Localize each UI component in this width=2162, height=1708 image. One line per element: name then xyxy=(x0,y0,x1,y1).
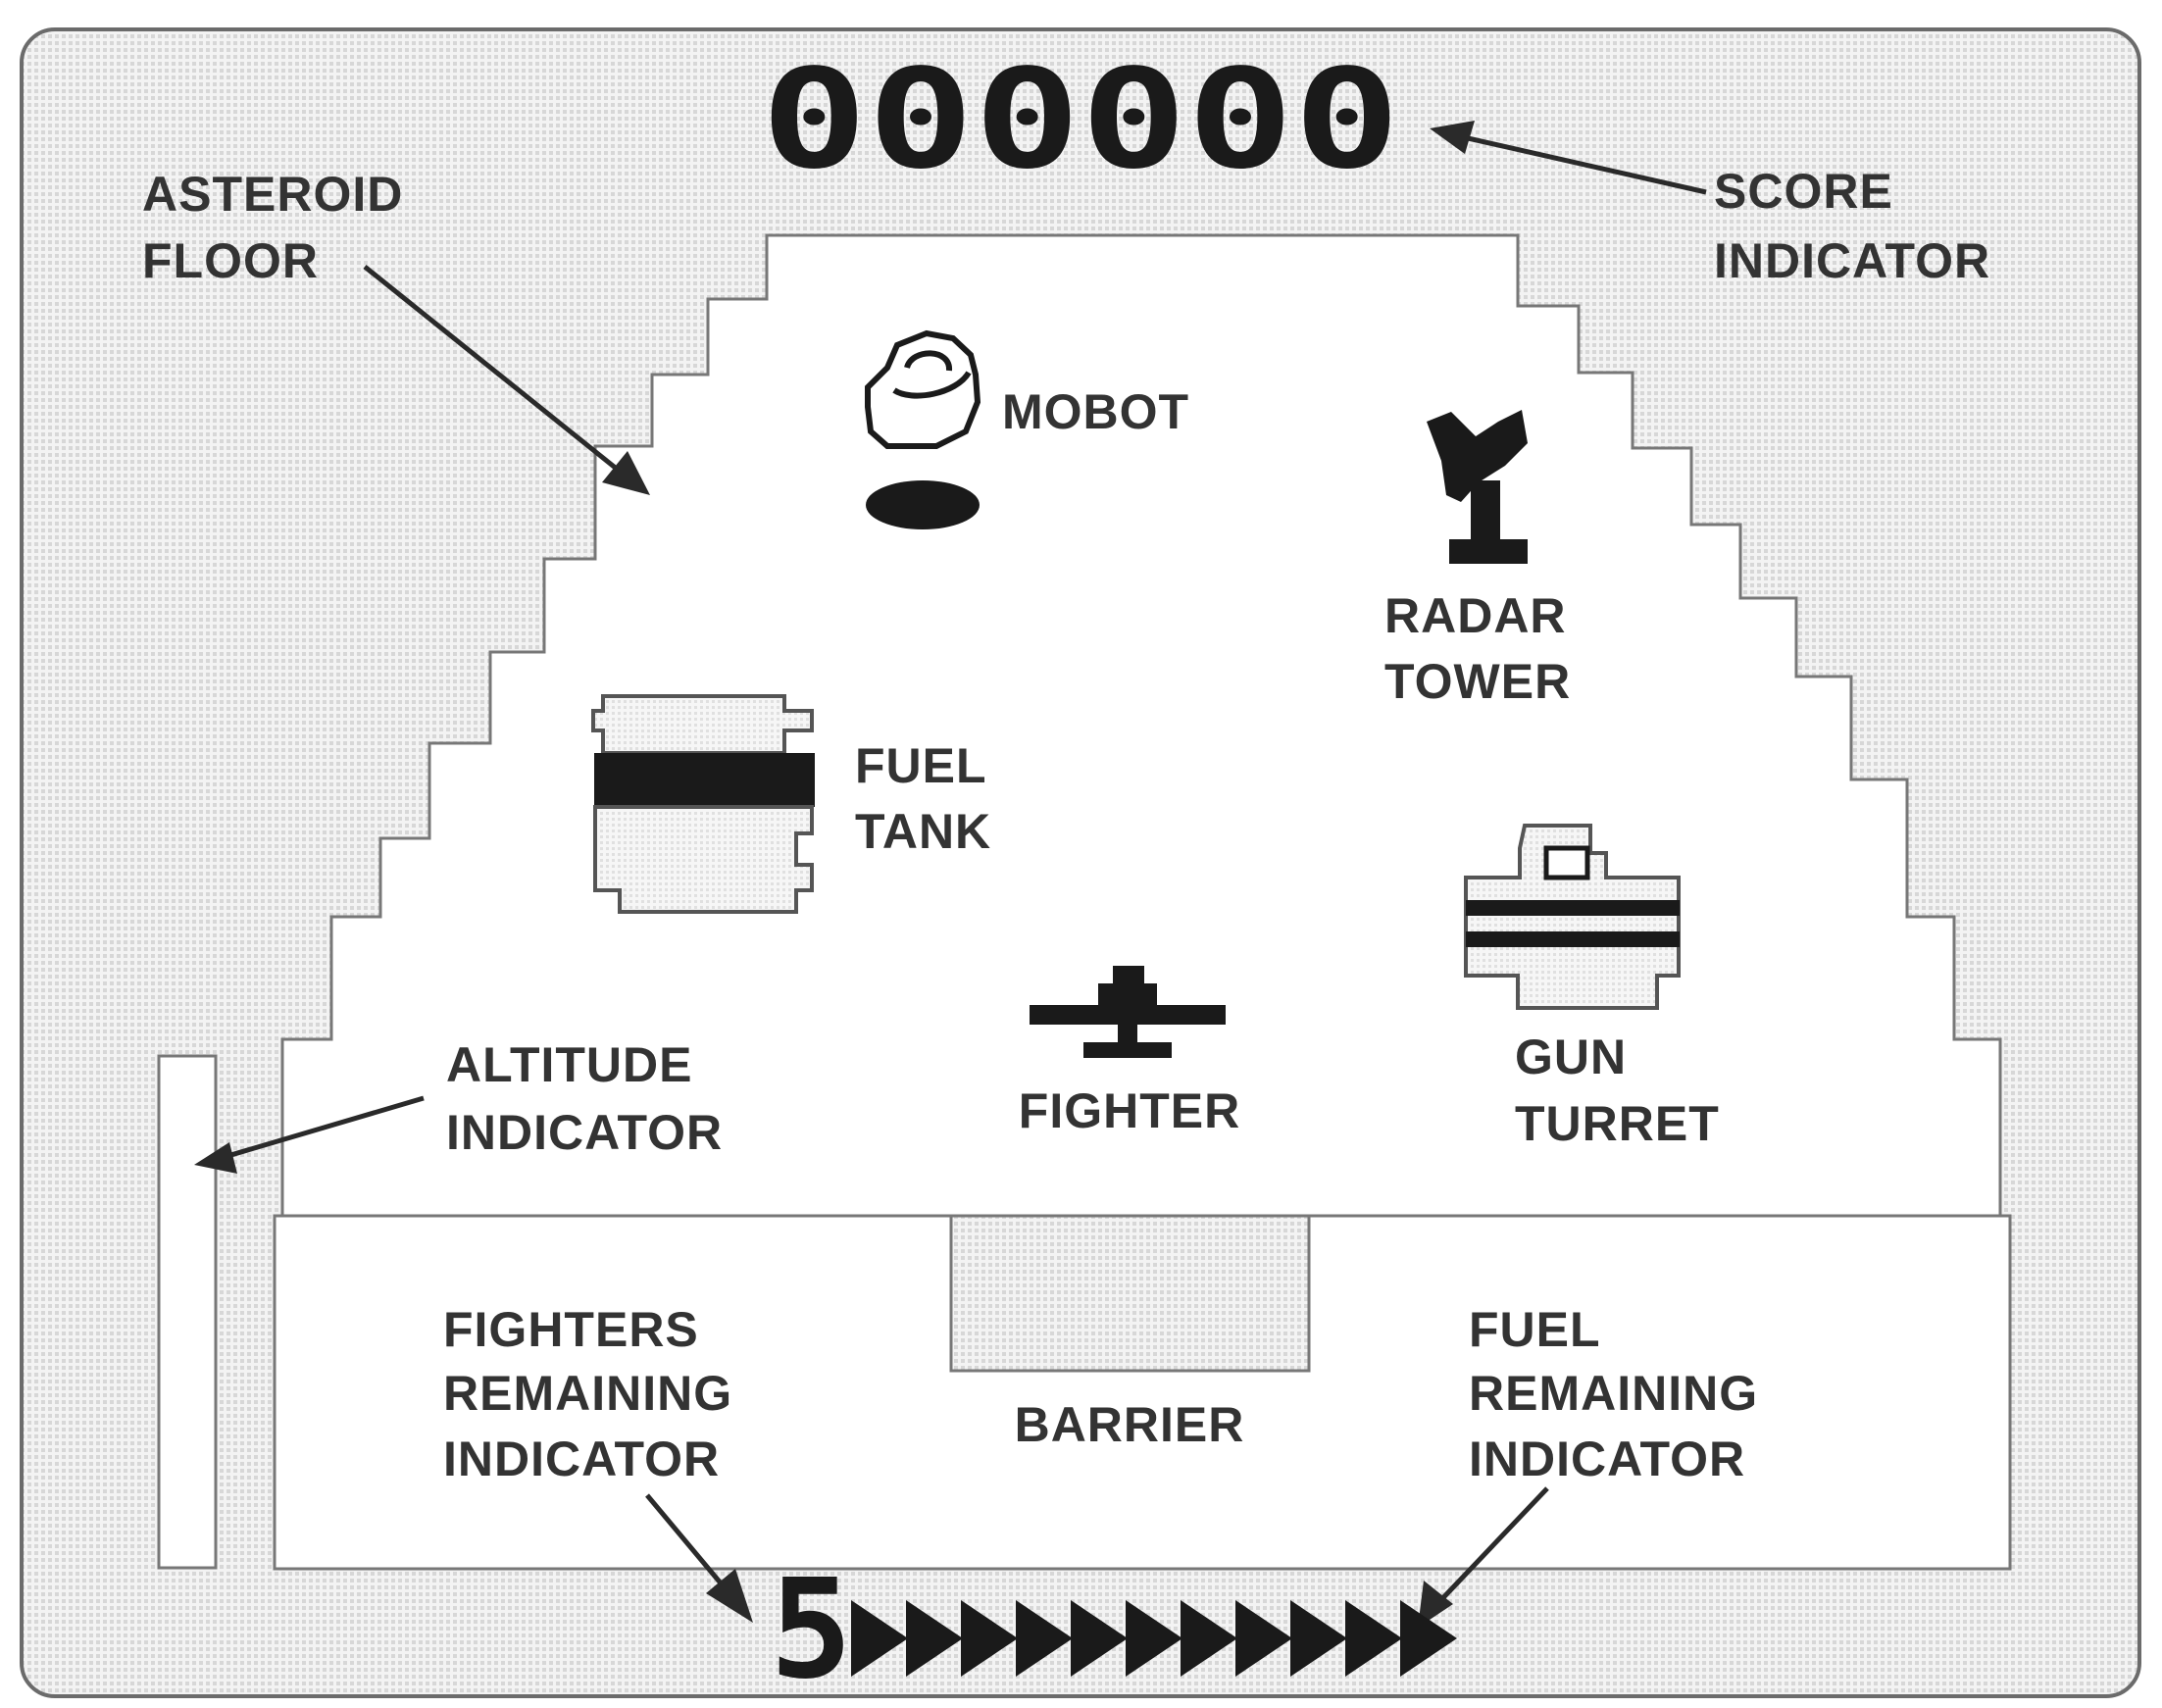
asteroid-floor-arrowhead-icon xyxy=(602,451,650,495)
asteroid-floor-label: ASTEROID FLOOR xyxy=(142,167,418,288)
fuel-unit-marker xyxy=(1400,1600,1457,1677)
fuel-remaining-arrow xyxy=(1432,1486,1549,1610)
fuel-unit-marker xyxy=(906,1600,963,1677)
fuel-unit-marker xyxy=(961,1600,1018,1677)
fighters-remaining-value: 5 xyxy=(770,1550,852,1708)
asteroid-floor-arrow xyxy=(363,265,629,479)
radar-tower-label: RADAR TOWER xyxy=(1384,588,1581,709)
mobot-label: MOBOT xyxy=(1002,384,1189,439)
altitude-indicator-bar xyxy=(157,1054,218,1570)
fuel-unit-marker xyxy=(1235,1600,1292,1677)
barrier xyxy=(273,1214,2012,1571)
score-value: 000000 xyxy=(761,40,1400,200)
fighters-remaining-arrowhead-icon xyxy=(706,1569,753,1623)
fighters-remaining-label: FIGHTERS REMAINING INDICATOR xyxy=(443,1302,747,1486)
gun-turret-sprite xyxy=(1464,824,1681,1010)
fuel-remaining-markers xyxy=(851,1600,1457,1677)
score-indicator-label: SCORE INDICATOR xyxy=(1714,164,1990,288)
fuel-unit-marker xyxy=(1016,1600,1073,1677)
fuel-unit-marker xyxy=(1290,1600,1347,1677)
fuel-unit-marker xyxy=(1126,1600,1182,1677)
score-arrowhead-icon xyxy=(1430,121,1475,154)
fighter-label: FIGHTER xyxy=(1019,1083,1240,1138)
radar-tower-sprite xyxy=(1427,410,1528,564)
fuel-unit-marker xyxy=(1071,1600,1128,1677)
fuel-unit-marker xyxy=(851,1600,908,1677)
gun-turret-label: GUN TURRET xyxy=(1515,1030,1720,1151)
barrier-label: BARRIER xyxy=(1015,1397,1245,1452)
fuel-tank-sprite xyxy=(591,694,815,914)
score-arrow xyxy=(1445,130,1707,195)
altitude-arrowhead-icon xyxy=(194,1142,237,1174)
fuel-remaining-label: FUEL REMAINING INDICATOR xyxy=(1469,1302,1773,1486)
fuel-unit-marker xyxy=(1181,1600,1237,1677)
fighter-sprite xyxy=(1030,966,1226,1058)
fuel-tank-label: FUEL TANK xyxy=(855,738,1001,859)
altitude-indicator-label: ALTITUDE INDICATOR xyxy=(446,1037,723,1160)
fuel-remaining-arrowhead-icon xyxy=(1418,1581,1453,1628)
fuel-unit-marker xyxy=(1345,1600,1402,1677)
altitude-arrow xyxy=(217,1095,425,1162)
mobot-sprite xyxy=(865,329,981,529)
